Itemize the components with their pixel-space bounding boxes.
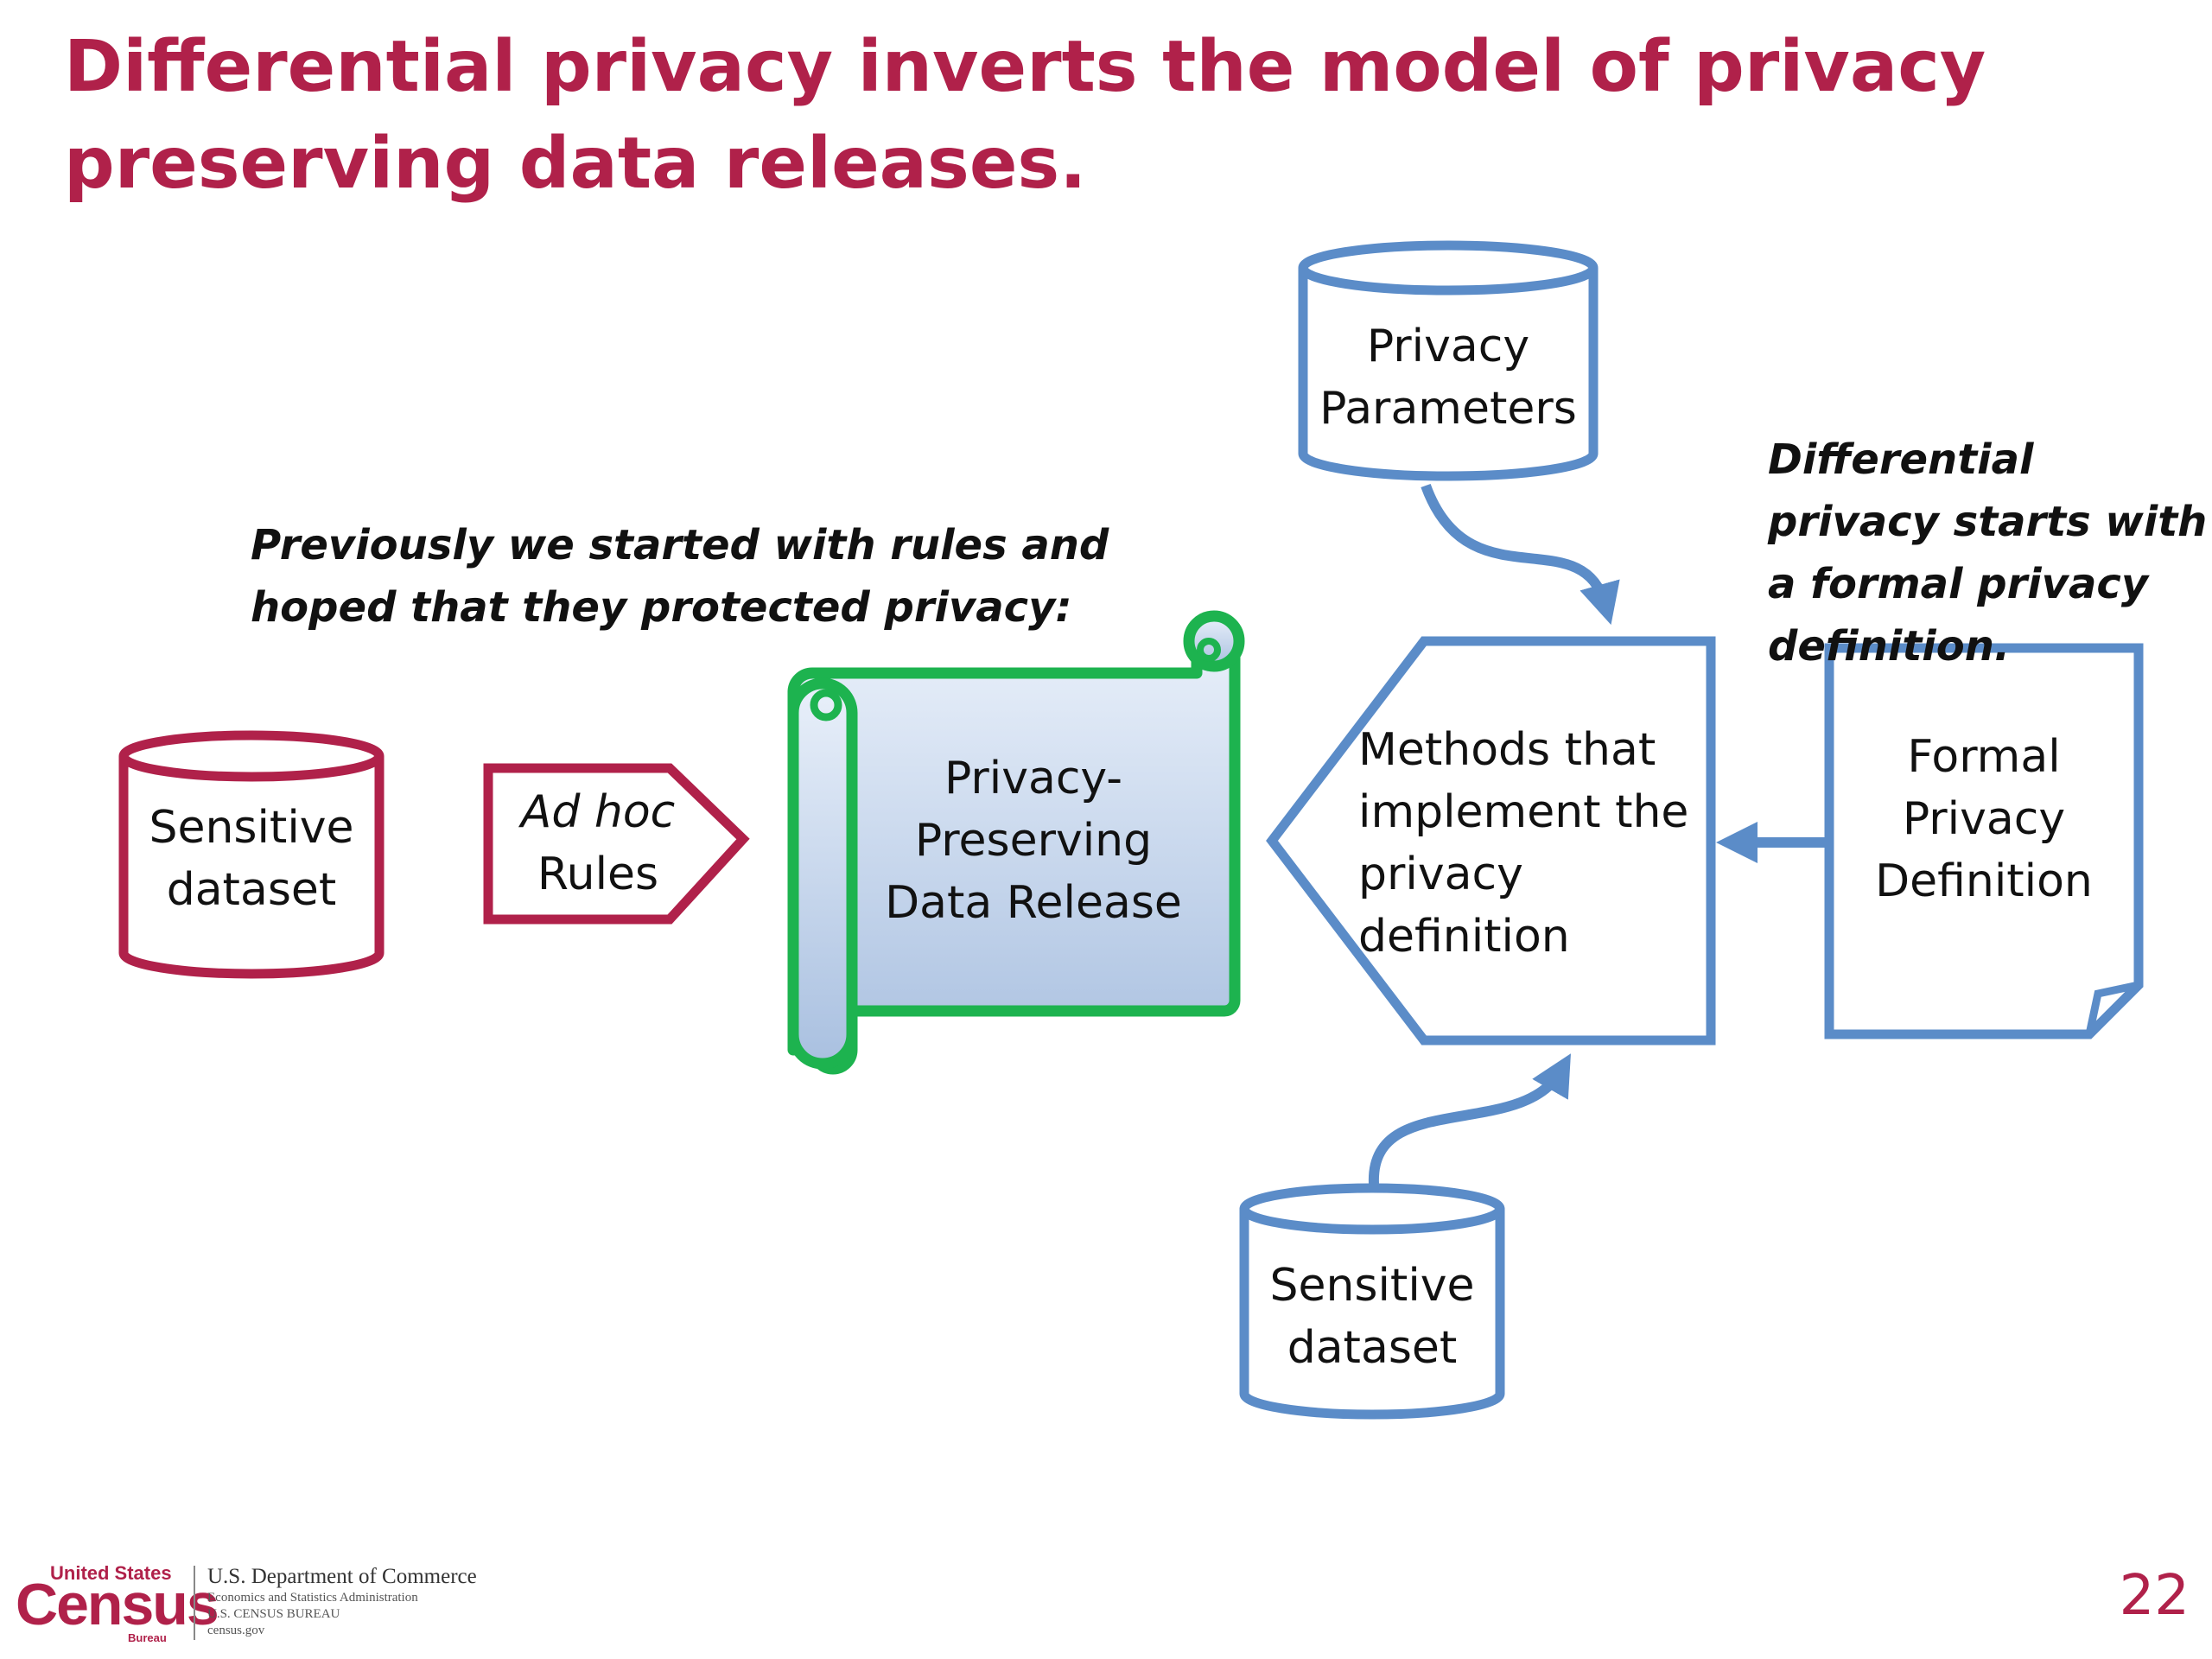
dept-block: U.S. Department of Commerce Economics an… xyxy=(207,1564,477,1639)
formal-definition-label-line1: Formal xyxy=(1907,731,2060,783)
formal-definition-document: Formal Privacy Definition xyxy=(1824,643,2144,1039)
methods-label-line2: implement the xyxy=(1358,786,1688,838)
note-differential-privacy: Differential privacy starts with a forma… xyxy=(1768,435,2208,671)
privacy-parameters-cylinder: Privacy Parameters xyxy=(1298,240,1599,481)
left-sensitive-dataset: Sensitive dataset xyxy=(118,730,385,979)
page-number: 22 xyxy=(2119,1564,2190,1628)
dataset-to-methods-arrow xyxy=(1368,1053,1572,1185)
census-logo: United States Census Bureau U.S. Departm… xyxy=(16,1562,534,1645)
parameters-to-methods-arrow xyxy=(1421,483,1620,626)
dept-name: U.S. Department of Commerce xyxy=(207,1565,477,1588)
bottom-sensitive-dataset: Sensitive dataset xyxy=(1239,1183,1505,1420)
formal-definition-label-line2: Privacy xyxy=(1903,793,2065,845)
slide-title: Differential privacy inverts the model o… xyxy=(64,26,1986,205)
formal-definition-label-line3: Definition xyxy=(1875,855,2093,907)
logo-bureau: Bureau xyxy=(128,1631,167,1644)
adhoc-rules-shape: Ad hoc Rules xyxy=(483,763,750,925)
logo-census-word: Census xyxy=(16,1572,219,1637)
data-release-label-line1: Privacy- xyxy=(944,753,1122,804)
dept-sub-3: census.gov xyxy=(207,1624,265,1637)
left-dataset-label-line2: dataset xyxy=(167,864,337,916)
dept-sub-2: U.S. CENSUS BUREAU xyxy=(207,1607,340,1621)
methods-label-line1: Methods that xyxy=(1358,724,1656,776)
logo-united-states: United States xyxy=(50,1562,172,1584)
bottom-dataset-label-line1: Sensitive xyxy=(1269,1260,1474,1312)
data-release-label-line3: Data Release xyxy=(885,877,1182,929)
data-release-label-line2: Preserving xyxy=(915,815,1152,867)
data-release-scroll: Privacy- Preserving Data Release xyxy=(787,610,1245,1075)
logo-divider xyxy=(194,1566,195,1640)
dept-sub-1: Economics and Statistics Administration xyxy=(207,1591,418,1605)
methods-shape: Methods that implement the privacy defin… xyxy=(1266,636,1716,1046)
left-dataset-label-line1: Sensitive xyxy=(149,802,353,854)
adhoc-rules-label-line2: Rules xyxy=(537,849,658,900)
bottom-dataset-label-line2: dataset xyxy=(1287,1322,1458,1374)
adhoc-rules-label-line1: Ad hoc xyxy=(518,786,675,838)
methods-label-line4: definition xyxy=(1358,911,1570,963)
note-previously: Previously we started with rules and hop… xyxy=(251,521,1109,632)
privacy-parameters-label-line1: Privacy xyxy=(1367,321,1529,372)
privacy-parameters-label-line2: Parameters xyxy=(1319,383,1577,435)
methods-label-line3: privacy xyxy=(1358,849,1523,900)
